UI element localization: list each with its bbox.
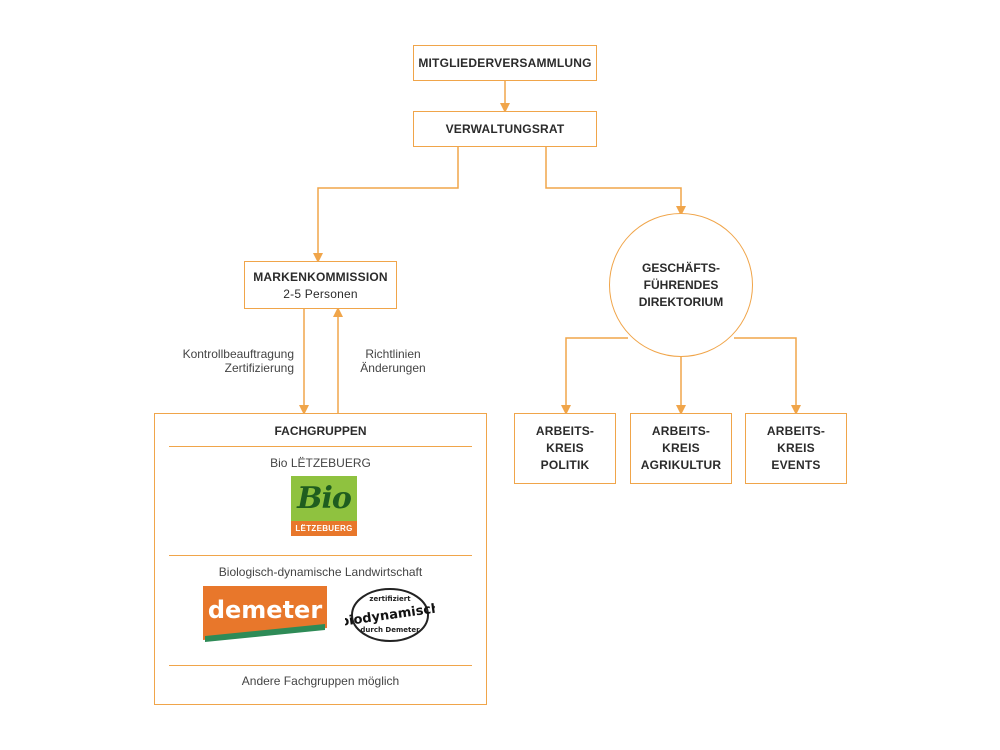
mitgliederversammlung-label: MITGLIEDERVERSAMMLUNG xyxy=(418,56,592,70)
arbeitskreis-agrikultur-line-1: ARBEITS- xyxy=(651,424,711,438)
arbeitskreis-politik-line-1: ARBEITS- xyxy=(535,424,595,438)
edge-verwaltungsrat-markenkommission xyxy=(313,146,459,263)
biodynamisch-seal-top: zertifiziert xyxy=(369,595,411,603)
markenkommission-subtitle: 2-5 Personen xyxy=(283,286,358,301)
edge-verwaltungsrat-direktorium xyxy=(545,146,686,216)
bio-logo-band: LËTZEBUERG xyxy=(295,524,353,533)
edge-label-up-line-2: Änderungen xyxy=(360,361,426,375)
edge-label-down-line-2: Zertifizierung xyxy=(224,361,294,375)
fachgruppen-box: FACHGRUPPEN Bio LËTZEBUERG Bio LËTZEBUER… xyxy=(154,413,487,705)
arbeitskreis-events-line-3: EVENTS xyxy=(771,458,821,472)
arbeitskreis-agrikultur-line-2: KREIS xyxy=(662,441,700,455)
arbeitskreis-events-box: ARBEITS- KREIS EVENTS xyxy=(745,413,847,484)
direktorium-line-1: GESCHÄFTS- xyxy=(641,260,720,275)
edge-label-up: Richtlinien Änderungen xyxy=(348,347,438,375)
arbeitskreis-politik-box: ARBEITS- KREIS POLITIK xyxy=(514,413,616,484)
mitgliederversammlung-box: MITGLIEDERVERSAMMLUNG xyxy=(413,45,597,81)
arbeitskreis-events-line-1: ARBEITS- xyxy=(766,424,826,438)
arbeitskreis-agrikultur-line-3: AGRIKULTUR xyxy=(640,458,722,472)
arbeitskreis-politik-line-3: POLITIK xyxy=(540,458,590,472)
markenkommission-box: MARKENKOMMISSION 2-5 Personen xyxy=(244,261,397,309)
bio-logo-word: Bio xyxy=(297,481,352,516)
markenkommission-label: MARKENKOMMISSION xyxy=(253,269,388,284)
fachgruppen-footer: Andere Fachgruppen möglich xyxy=(241,674,400,688)
divider xyxy=(169,446,472,447)
fachgruppe-bio-label: Bio LËTZEBUERG xyxy=(270,456,371,470)
verwaltungsrat-label: VERWALTUNGSRAT xyxy=(445,122,565,136)
demeter-logo-word: demeter xyxy=(208,596,322,624)
biodynamisch-seal: zertifiziert biodynamisch durch Demeter xyxy=(345,588,435,642)
direktorium-line-3: DIREKTORIUM xyxy=(638,294,724,309)
arbeitskreis-agrikultur-box: ARBEITS- KREIS AGRIKULTUR xyxy=(630,413,732,484)
edge-label-down-line-1: Kontrollbeauftragung xyxy=(182,347,294,361)
arbeitskreis-politik-line-2: KREIS xyxy=(546,441,584,455)
edge-label-down: Kontrollbeauftragung Zertifizierung xyxy=(162,347,294,375)
verwaltungsrat-box: VERWALTUNGSRAT xyxy=(413,111,597,147)
edge-direktorium-events xyxy=(734,337,801,415)
biodynamisch-seal-bottom: durch Demeter xyxy=(360,626,420,634)
divider xyxy=(169,665,472,666)
bio-letzebuerg-logo: Bio LËTZEBUERG xyxy=(291,476,357,536)
direktorium-line-2: FÜHRENDES xyxy=(643,277,719,292)
edge-label-up-line-1: Richtlinien xyxy=(365,347,421,361)
fachgruppe-biodyn-label: Biologisch-dynamische Landwirtschaft xyxy=(218,565,423,579)
fachgruppen-title: FACHGRUPPEN xyxy=(274,424,367,438)
divider xyxy=(169,555,472,556)
demeter-logo: demeter xyxy=(203,586,327,642)
arbeitskreis-events-line-2: KREIS xyxy=(777,441,815,455)
direktorium-circle: GESCHÄFTS- FÜHRENDES DIREKTORIUM xyxy=(609,213,753,357)
edge-direktorium-politik xyxy=(561,337,628,415)
